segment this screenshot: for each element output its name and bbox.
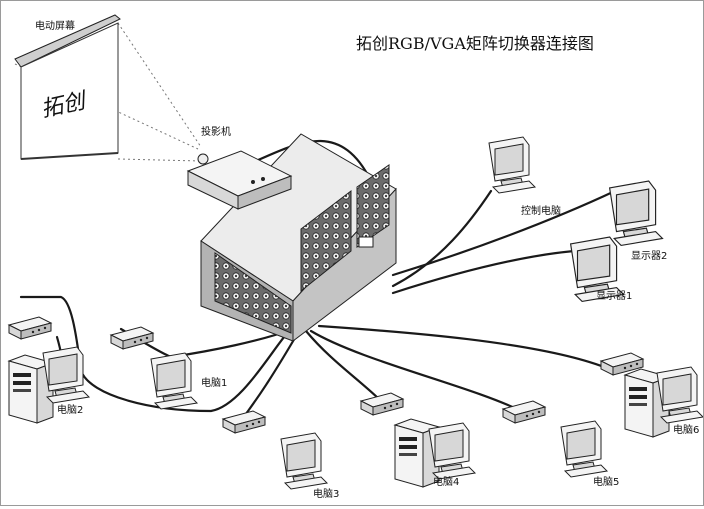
control-pc-label: 控制电脑 (521, 204, 561, 217)
monitor-1-label: 显示器1 (596, 290, 632, 302)
monitor-1: 显示器1 (570, 236, 632, 302)
matrix-switcher (200, 133, 397, 343)
projector-label: 投影机 (201, 125, 231, 138)
computer-5: 电脑5 (502, 400, 619, 488)
diagram-title: 拓创RGB/VGA矩阵切换器连接图 (356, 34, 594, 53)
projector: 投影机 (186, 125, 293, 210)
screen-label: 电动屏幕 (35, 19, 75, 32)
electric-screen: 电动屏幕 拓创 (14, 14, 121, 160)
computer-2: 电脑2 (8, 316, 90, 424)
computer-2-label: 电脑2 (57, 403, 83, 416)
computer-5-label: 电脑5 (593, 475, 619, 488)
monitor-2-label: 显示器2 (631, 250, 667, 262)
monitor-2: 显示器2 (609, 180, 667, 262)
computer-1: 电脑1 (110, 326, 227, 410)
computer-6: 电脑6 (600, 352, 704, 438)
computer-4: 电脑4 (360, 392, 476, 488)
computer-3: 电脑3 (222, 410, 339, 500)
computer-3-label: 电脑3 (313, 487, 339, 500)
cables (19, 140, 617, 423)
computer-4-label: 电脑4 (433, 475, 459, 488)
computer-1-label: 电脑1 (201, 376, 227, 389)
computer-6-label: 电脑6 (673, 423, 699, 436)
control-pc: 控制电脑 (488, 136, 561, 217)
